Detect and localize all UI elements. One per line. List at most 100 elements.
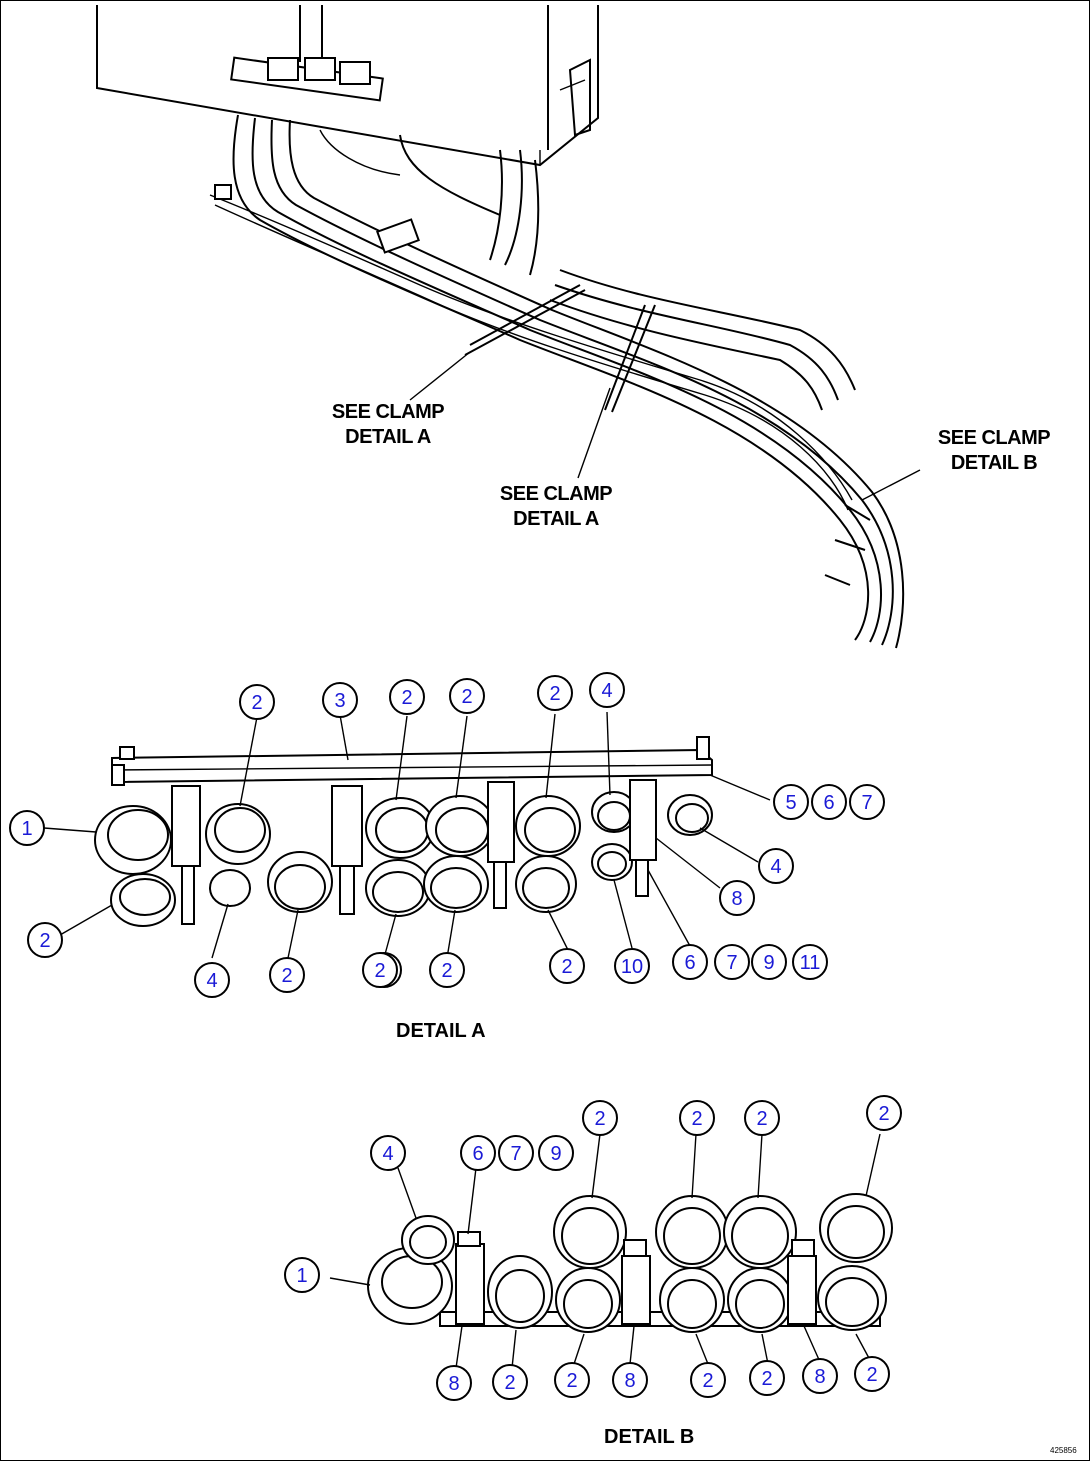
- balloon-number: 2: [281, 965, 292, 987]
- detail-b-balloon-2: 2: [854, 1356, 890, 1392]
- detail-b-balloons: 1 4 6 7 9 2 2 2 2 8 2 2 8 2 2 8 2: [284, 1095, 902, 1401]
- balloon-number: 3: [334, 690, 345, 712]
- detail-b-leaders: [329, 1133, 881, 1369]
- balloon-number: 7: [510, 1143, 521, 1165]
- detail-b-balloon-2: 2: [492, 1364, 528, 1400]
- detail-b-balloon-8: 8: [436, 1365, 472, 1401]
- callout-line-2: DETAIL A: [345, 426, 431, 448]
- detail-b-balloon-2: 2: [749, 1360, 785, 1396]
- detail-a-balloon-7: 7: [714, 944, 750, 980]
- balloon-number: 9: [763, 952, 774, 974]
- detail-a-balloon-5: 5: [773, 784, 809, 820]
- balloon-number: 2: [691, 1108, 702, 1130]
- callout-line-1: SEE CLAMP: [331, 401, 445, 423]
- leader-line: [577, 387, 611, 479]
- detail-a-balloon-7: 7: [849, 784, 885, 820]
- detail-a-balloon-2: 2: [429, 952, 465, 988]
- clamp-rings-b: [367, 1193, 893, 1333]
- detail-a-balloon-2: 2: [449, 678, 485, 714]
- detail-a-balloon-2: 2: [269, 957, 305, 993]
- see-clamp-detail-a-callout-2: SEE CLAMP DETAIL A: [476, 482, 636, 532]
- detail-a-balloon-6: 6: [811, 784, 847, 820]
- detail-b-balloon-2: 2: [679, 1100, 715, 1136]
- detail-b-balloon-2: 2: [744, 1100, 780, 1136]
- balloon-number: 6: [684, 952, 695, 974]
- callout-line-1: SEE CLAMP: [937, 427, 1051, 449]
- balloon-number: 7: [861, 792, 872, 814]
- detail-a-balloon-4: 4: [589, 672, 625, 708]
- balloon-number: 8: [731, 888, 742, 910]
- balloon-number: 4: [382, 1143, 393, 1165]
- balloon-number: 5: [785, 792, 796, 814]
- clamp-rings: [94, 791, 713, 927]
- detail-b-balloon-2: 2: [554, 1362, 590, 1398]
- bolts: [171, 779, 657, 925]
- balloon-number: 4: [206, 970, 217, 992]
- detail-b-balloon-4: 4: [370, 1135, 406, 1171]
- see-clamp-detail-b-callout: SEE CLAMP DETAIL B: [914, 426, 1074, 476]
- balloon-number: 2: [878, 1103, 889, 1125]
- detail-a-leaders: [43, 711, 771, 959]
- detail-b-drawing: [329, 1133, 893, 1369]
- detail-a-balloon-6: 6: [672, 944, 708, 980]
- hose-bundle: [209, 114, 905, 649]
- balloon-number: 2: [461, 686, 472, 708]
- balloon-number: 8: [814, 1366, 825, 1388]
- balloon-number: 2: [549, 683, 560, 705]
- detail-b-balloon-1: 1: [284, 1257, 320, 1293]
- detail-b-balloon-9: 9: [538, 1135, 574, 1171]
- balloon-number: 2: [374, 960, 385, 982]
- clamp-bar: [604, 304, 646, 411]
- detail-b-balloon-6: 6: [460, 1135, 496, 1171]
- see-clamp-detail-a-callout-1: SEE CLAMP DETAIL A: [308, 400, 468, 450]
- detail-a-balloon-11: 11: [792, 944, 828, 980]
- detail-a-balloon-2: 2: [362, 952, 398, 988]
- detail-b-balloon-8: 8: [802, 1358, 838, 1394]
- detail-a-balloon-4: 4: [194, 962, 230, 998]
- detail-a-balloon-4: 4: [758, 848, 794, 884]
- balloon-number: 6: [823, 792, 834, 814]
- balloon-number: 2: [561, 956, 572, 978]
- detail-a-balloon-2: 2: [537, 675, 573, 711]
- detail-a-balloon-2: 2: [27, 922, 63, 958]
- balloon-number: 10: [621, 956, 643, 978]
- detail-b-balloon-8: 8: [612, 1362, 648, 1398]
- balloon-number: 2: [761, 1368, 772, 1390]
- balloon-number: 8: [624, 1370, 635, 1392]
- detail-a-balloons: 12222222222344456781067911: [9, 672, 885, 998]
- detail-a-balloon-10: 10: [614, 948, 650, 984]
- detail-a-balloon-1: 1: [9, 810, 45, 846]
- balloon-number: 4: [601, 680, 612, 702]
- balloon-number: 9: [550, 1143, 561, 1165]
- detail-b-balloon-7: 7: [498, 1135, 534, 1171]
- balloon-number: 7: [726, 952, 737, 974]
- detail-a-balloon-2: 2: [239, 684, 275, 720]
- detail-a-balloon-3: 3: [322, 682, 358, 718]
- balloon-number: 2: [594, 1108, 605, 1130]
- leader-line: [409, 351, 471, 401]
- detail-b-balloon-2: 2: [690, 1362, 726, 1398]
- balloon-number: 6: [472, 1143, 483, 1165]
- clamp-bar: [469, 284, 581, 346]
- balloon-number: 2: [566, 1370, 577, 1392]
- callout-line-2: DETAIL A: [513, 508, 599, 530]
- balloon-number: 8: [448, 1373, 459, 1395]
- detail-a-title: DETAIL A: [396, 1020, 486, 1042]
- balloon-number: 2: [756, 1108, 767, 1130]
- drawing-code: 425856: [1050, 1446, 1077, 1455]
- balloon-number: 4: [770, 856, 781, 878]
- detail-b-title: DETAIL B: [604, 1426, 695, 1448]
- leader-line: [861, 469, 921, 501]
- balloon-number: 2: [866, 1364, 877, 1386]
- balloon-number: 2: [401, 687, 412, 709]
- detail-a-drawing: [43, 711, 771, 959]
- bolts-b: [455, 1231, 817, 1325]
- detail-b-balloon-2: 2: [866, 1095, 902, 1131]
- detail-b-balloon-2: 2: [582, 1100, 618, 1136]
- balloon-number: 1: [296, 1265, 307, 1287]
- callout-line-2: DETAIL B: [950, 452, 1038, 474]
- detail-a-balloon-8: 8: [719, 880, 755, 916]
- balloon-number: 2: [702, 1370, 713, 1392]
- balloon-number: 1: [21, 818, 32, 840]
